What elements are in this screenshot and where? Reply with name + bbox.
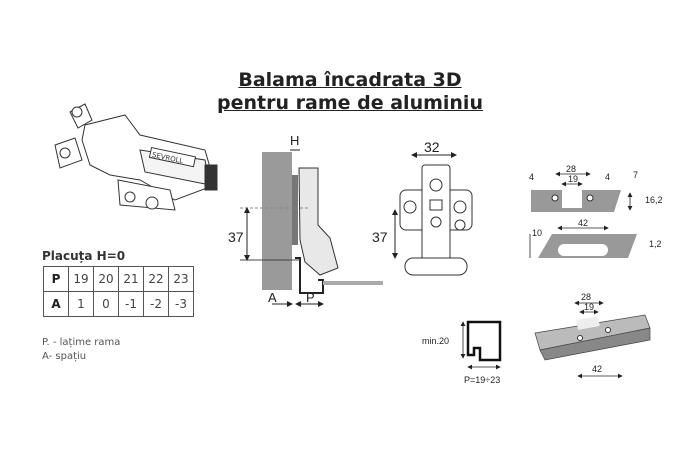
table-cell: 22 xyxy=(143,266,169,292)
p-a-table: P 19 20 21 22 23 A 1 0 -1 -2 -3 xyxy=(43,266,194,317)
table-cell: -1 xyxy=(118,291,144,317)
profile-3d-42: 42 xyxy=(592,364,602,374)
plate-top-19: 19 xyxy=(568,174,578,184)
profile-section-drawing: min.20 P=19÷23 xyxy=(422,320,502,385)
plate-side-10: 10 xyxy=(532,228,542,238)
title-line-2: pentru rame de aluminiu xyxy=(217,92,483,114)
plate-side-drawing: 10 42 1,2 xyxy=(529,218,662,258)
plate-side-42: 42 xyxy=(578,218,588,228)
front-view-drawing: 32 37 xyxy=(372,139,473,276)
table-cell: 0 xyxy=(93,291,119,317)
profile-p-label: P=19÷23 xyxy=(464,375,500,385)
plate-side-1-2: 1,2 xyxy=(649,239,662,249)
profile-min-label: min.20 xyxy=(422,336,449,346)
side-height-label: 37 xyxy=(228,229,244,245)
front-height-label: 37 xyxy=(372,229,388,245)
legend-p-note: P. - lațime rama xyxy=(42,337,121,348)
profile-3d-28: 28 xyxy=(581,292,591,302)
table-row: P 19 20 21 22 23 xyxy=(43,266,194,292)
plate-top-28: 28 xyxy=(566,164,576,174)
table-cell: 23 xyxy=(168,266,194,292)
legend-a-note: A- spațiu xyxy=(42,351,87,362)
p-dimension-label: P xyxy=(306,290,315,305)
hinge-product-image: SEVROLL xyxy=(54,103,218,211)
table-cell: 1 xyxy=(68,291,94,317)
plate-top-drawing: 28 19 4 4 7 16,2 xyxy=(529,164,663,212)
plate-top-4-right: 4 xyxy=(605,172,610,182)
title-line-1: Balama încadrata 3D xyxy=(238,69,462,91)
a-dimension-label: A xyxy=(268,290,277,305)
table-cell: -3 xyxy=(168,291,194,317)
table-cell: 20 xyxy=(93,266,119,292)
table-caption: Placuța H=0 xyxy=(42,249,126,263)
table-cell: 21 xyxy=(118,266,144,292)
plate-top-7: 7 xyxy=(633,170,638,180)
profile-3d-drawing: 28 19 42 xyxy=(534,292,651,379)
side-view-drawing: H 37 A P xyxy=(228,133,383,307)
table-cell: -2 xyxy=(143,291,169,317)
plate-top-4-left: 4 xyxy=(529,172,534,182)
front-width-label: 32 xyxy=(424,139,440,155)
table-row: A 1 0 -1 -2 -3 xyxy=(43,291,194,317)
h-dimension-label: H xyxy=(290,133,299,148)
table-header-cell: P xyxy=(43,266,69,292)
profile-3d-19: 19 xyxy=(584,302,594,312)
plate-top-16-2: 16,2 xyxy=(645,195,663,205)
table-cell: 19 xyxy=(68,266,94,292)
table-header-cell: A xyxy=(43,291,69,317)
